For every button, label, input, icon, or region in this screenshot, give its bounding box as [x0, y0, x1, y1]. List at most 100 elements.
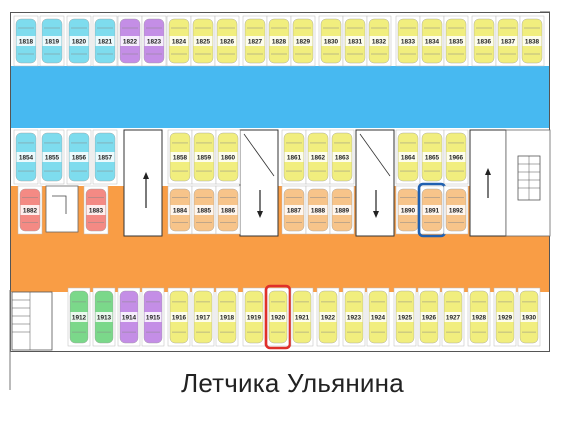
ramp-down-right: [355, 129, 395, 237]
slot-number: 1826: [220, 38, 235, 45]
parking-slot-1828[interactable]: 1828: [266, 15, 292, 67]
slot-number: 1890: [401, 207, 416, 214]
parking-slot-1858[interactable]: 1858: [167, 129, 193, 185]
parking-slot-1836[interactable]: 1836: [471, 15, 497, 67]
slot-number: 1835: [449, 38, 464, 45]
slot-number: 1861: [287, 154, 302, 161]
parking-slot-1826[interactable]: 1826: [214, 15, 240, 67]
parking-slot-1831[interactable]: 1831: [342, 15, 368, 67]
staircase-left-icon: [11, 291, 53, 351]
parking-slot-1835[interactable]: 1835: [443, 15, 469, 67]
slot-number: 1966: [449, 154, 464, 161]
parking-slot-1865[interactable]: 1865: [419, 129, 445, 185]
parking-slot-1834[interactable]: 1834: [419, 15, 445, 67]
parking-slot-1890[interactable]: 1890: [395, 185, 421, 235]
parking-slot-1837[interactable]: 1837: [495, 15, 521, 67]
slot-number: 1824: [172, 38, 187, 45]
parking-slot-1819[interactable]: 1819: [39, 15, 65, 67]
parking-slot-1920[interactable]: 1920: [264, 284, 292, 350]
slot-number: 1860: [221, 154, 236, 161]
parking-slot-1823[interactable]: 1823: [141, 15, 167, 67]
slot-number: 1832: [372, 38, 387, 45]
slot-number: 1918: [220, 314, 235, 321]
parking-slot-1887[interactable]: 1887: [281, 185, 307, 235]
parking-slot-1921[interactable]: 1921: [290, 287, 314, 347]
parking-slot-1930[interactable]: 1930: [517, 287, 541, 347]
parking-slot-1832[interactable]: 1832: [366, 15, 392, 67]
parking-slot-1918[interactable]: 1918: [215, 287, 239, 347]
parking-slot-1891[interactable]: 1891: [417, 182, 447, 238]
parking-slot-1924[interactable]: 1924: [366, 287, 390, 347]
parking-slot-1855[interactable]: 1855: [39, 129, 65, 185]
parking-slot-1838[interactable]: 1838: [519, 15, 545, 67]
parking-slot-1829[interactable]: 1829: [290, 15, 316, 67]
parking-slot-1882[interactable]: 1882: [17, 185, 43, 235]
slot-number: 1920: [271, 314, 286, 321]
slot-number: 1856: [72, 154, 87, 161]
parking-slot-1915[interactable]: 1915: [141, 287, 165, 347]
parking-slot-1825[interactable]: 1825: [190, 15, 216, 67]
slot-number: 1836: [477, 38, 492, 45]
parking-slot-1821[interactable]: 1821: [92, 15, 118, 67]
parking-slot-1830[interactable]: 1830: [318, 15, 344, 67]
parking-slot-1886[interactable]: 1886: [215, 185, 241, 235]
parking-slot-1820[interactable]: 1820: [66, 15, 92, 67]
parking-slot-1922[interactable]: 1922: [316, 287, 340, 347]
slot-number: 1820: [72, 38, 87, 45]
parking-slot-1917[interactable]: 1917: [191, 287, 215, 347]
slot-number: 1914: [122, 314, 137, 321]
slot-number: 1864: [401, 154, 416, 161]
slot-number: 1883: [89, 207, 104, 214]
parking-slot-1824[interactable]: 1824: [166, 15, 192, 67]
parking-slot-1916[interactable]: 1916: [167, 287, 191, 347]
slot-number: 1887: [287, 207, 302, 214]
slot-number: 1923: [347, 314, 362, 321]
parking-slot-1884[interactable]: 1884: [167, 185, 193, 235]
parking-slot-1833[interactable]: 1833: [395, 15, 421, 67]
slot-number: 1915: [146, 314, 161, 321]
parking-slot-1883[interactable]: 1883: [83, 185, 109, 235]
slot-number: 1862: [311, 154, 326, 161]
parking-slot-1856[interactable]: 1856: [66, 129, 92, 185]
slot-number: 1854: [19, 154, 34, 161]
parking-slot-1926[interactable]: 1926: [417, 287, 441, 347]
parking-slot-1892[interactable]: 1892: [443, 185, 469, 235]
parking-slot-1885[interactable]: 1885: [191, 185, 217, 235]
parking-slot-1862[interactable]: 1862: [305, 129, 331, 185]
parking-slot-1966[interactable]: 1966: [443, 129, 469, 185]
parking-slot-1863[interactable]: 1863: [329, 129, 355, 185]
slot-number: 1858: [173, 154, 188, 161]
parking-slot-1864[interactable]: 1864: [395, 129, 421, 185]
parking-slot-1912[interactable]: 1912: [67, 287, 91, 347]
parking-slot-1913[interactable]: 1913: [92, 287, 116, 347]
slot-number: 1818: [19, 38, 34, 45]
parking-slot-1859[interactable]: 1859: [191, 129, 217, 185]
slot-number: 1919: [247, 314, 262, 321]
parking-slot-1854[interactable]: 1854: [13, 129, 39, 185]
slot-number: 1833: [401, 38, 416, 45]
parking-slot-1919[interactable]: 1919: [242, 287, 266, 347]
slot-number: 1922: [321, 314, 336, 321]
parking-slot-1929[interactable]: 1929: [493, 287, 517, 347]
parking-slot-1888[interactable]: 1888: [305, 185, 331, 235]
parking-slot-1860[interactable]: 1860: [215, 129, 241, 185]
parking-slot-1861[interactable]: 1861: [281, 129, 307, 185]
parking-slot-1914[interactable]: 1914: [117, 287, 141, 347]
parking-slot-1818[interactable]: 1818: [13, 15, 39, 67]
slot-number: 1822: [123, 38, 138, 45]
parking-slot-1927[interactable]: 1927: [441, 287, 465, 347]
parking-slot-1925[interactable]: 1925: [393, 287, 417, 347]
staircase-right-icon: [517, 155, 541, 201]
slot-number: 1863: [335, 154, 350, 161]
parking-slot-1923[interactable]: 1923: [342, 287, 366, 347]
ramp-down-middle: [239, 129, 279, 237]
ramp-up-right: [469, 129, 507, 237]
parking-slot-1889[interactable]: 1889: [329, 185, 355, 235]
parking-slot-1928[interactable]: 1928: [467, 287, 491, 347]
parking-slot-1822[interactable]: 1822: [117, 15, 143, 67]
slot-number: 1889: [335, 207, 350, 214]
slot-number: 1829: [296, 38, 311, 45]
parking-slot-1827[interactable]: 1827: [242, 15, 268, 67]
parking-slot-1857[interactable]: 1857: [92, 129, 118, 185]
